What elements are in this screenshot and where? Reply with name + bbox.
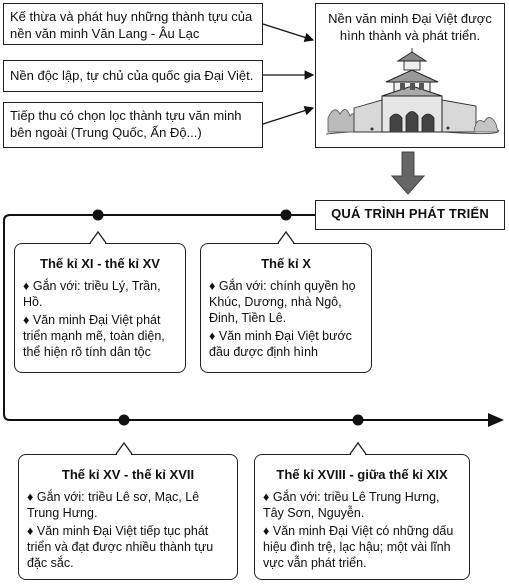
period-point: ♦ Văn minh Đại Việt có những dấu hiệu đì… (263, 524, 454, 570)
timeline-dot-18-19 (352, 414, 364, 426)
arrow-foreign-to-result (262, 105, 315, 125)
citadel-gate-illustration (325, 48, 499, 135)
process-label: QUÁ TRÌNH PHÁT TRIỂN (315, 200, 505, 230)
result-title: Nền văn minh Đại Việt được hình thành và… (328, 11, 492, 43)
down-arrow (390, 151, 426, 195)
period-point: ♦ Văn minh Đại Việt phát triển mạnh mẽ, … (23, 313, 165, 359)
period-point: ♦ Gắn với: triều Lê Trung Hưng, Tây Sơn,… (263, 490, 440, 520)
source-text-heritage: Kế thừa và phát huy những thành tựu của … (10, 9, 253, 41)
period-card-18-19: Thế kỉ XVIII - giữa thế kỉ XIX ♦ Gắn với… (254, 454, 470, 580)
result-box: Nền văn minh Đại Việt được hình thành và… (315, 3, 505, 148)
timeline-dot-11-15 (92, 209, 104, 221)
period-title: Thế kỉ XVIII - giữa thế kỉ XIX (276, 467, 448, 482)
period-card-15-17: Thế kỉ XV - thế kỉ XVII ♦ Gắn với: triều… (18, 454, 238, 580)
period-point: ♦ Văn minh Đại Việt tiếp tục phát triển … (27, 524, 214, 570)
source-text-independence: Nền độc lập, tự chủ của quốc gia Đại Việ… (10, 68, 254, 83)
period-title: Thế kỉ XV - thế kỉ XVII (61, 467, 195, 482)
source-box-heritage: Kế thừa và phát huy những thành tựu của … (3, 3, 263, 45)
period-point: ♦ Gắn với: triều Lê sơ, Mạc, Lê Trung Hư… (27, 490, 200, 520)
timeline-arrowhead (488, 413, 504, 427)
period-point: ♦ Gắn với: chính quyền họ Khúc, Dương, n… (209, 279, 356, 325)
period-card-10: Thế kỉ X ♦ Gắn với: chính quyền họ Khúc,… (200, 243, 372, 373)
arrow-heritage-to-result (262, 23, 315, 43)
period-point: ♦ Văn minh Đại Việt bước đầu được định h… (209, 329, 352, 359)
source-box-independence: Nền độc lập, tự chủ của quốc gia Đại Việ… (3, 60, 263, 92)
source-text-foreign: Tiếp thu có chọn lọc thành tựu văn minh … (10, 108, 242, 140)
period-title: Thế kỉ X (261, 256, 311, 271)
period-card-11-15: Thế kỉ XI - thế kỉ XV ♦ Gắn với: triều L… (14, 243, 186, 373)
timeline-dot-10 (280, 209, 292, 221)
period-title: Thế kỉ XI - thế kỉ XV (40, 256, 160, 271)
source-box-foreign: Tiếp thu có chọn lọc thành tựu văn minh … (3, 102, 263, 148)
timeline-dot-15-17 (118, 414, 130, 426)
timeline-upper (3, 214, 490, 421)
period-point: ♦ Gắn với: triều Lý, Trần, Hồ. (23, 279, 161, 309)
